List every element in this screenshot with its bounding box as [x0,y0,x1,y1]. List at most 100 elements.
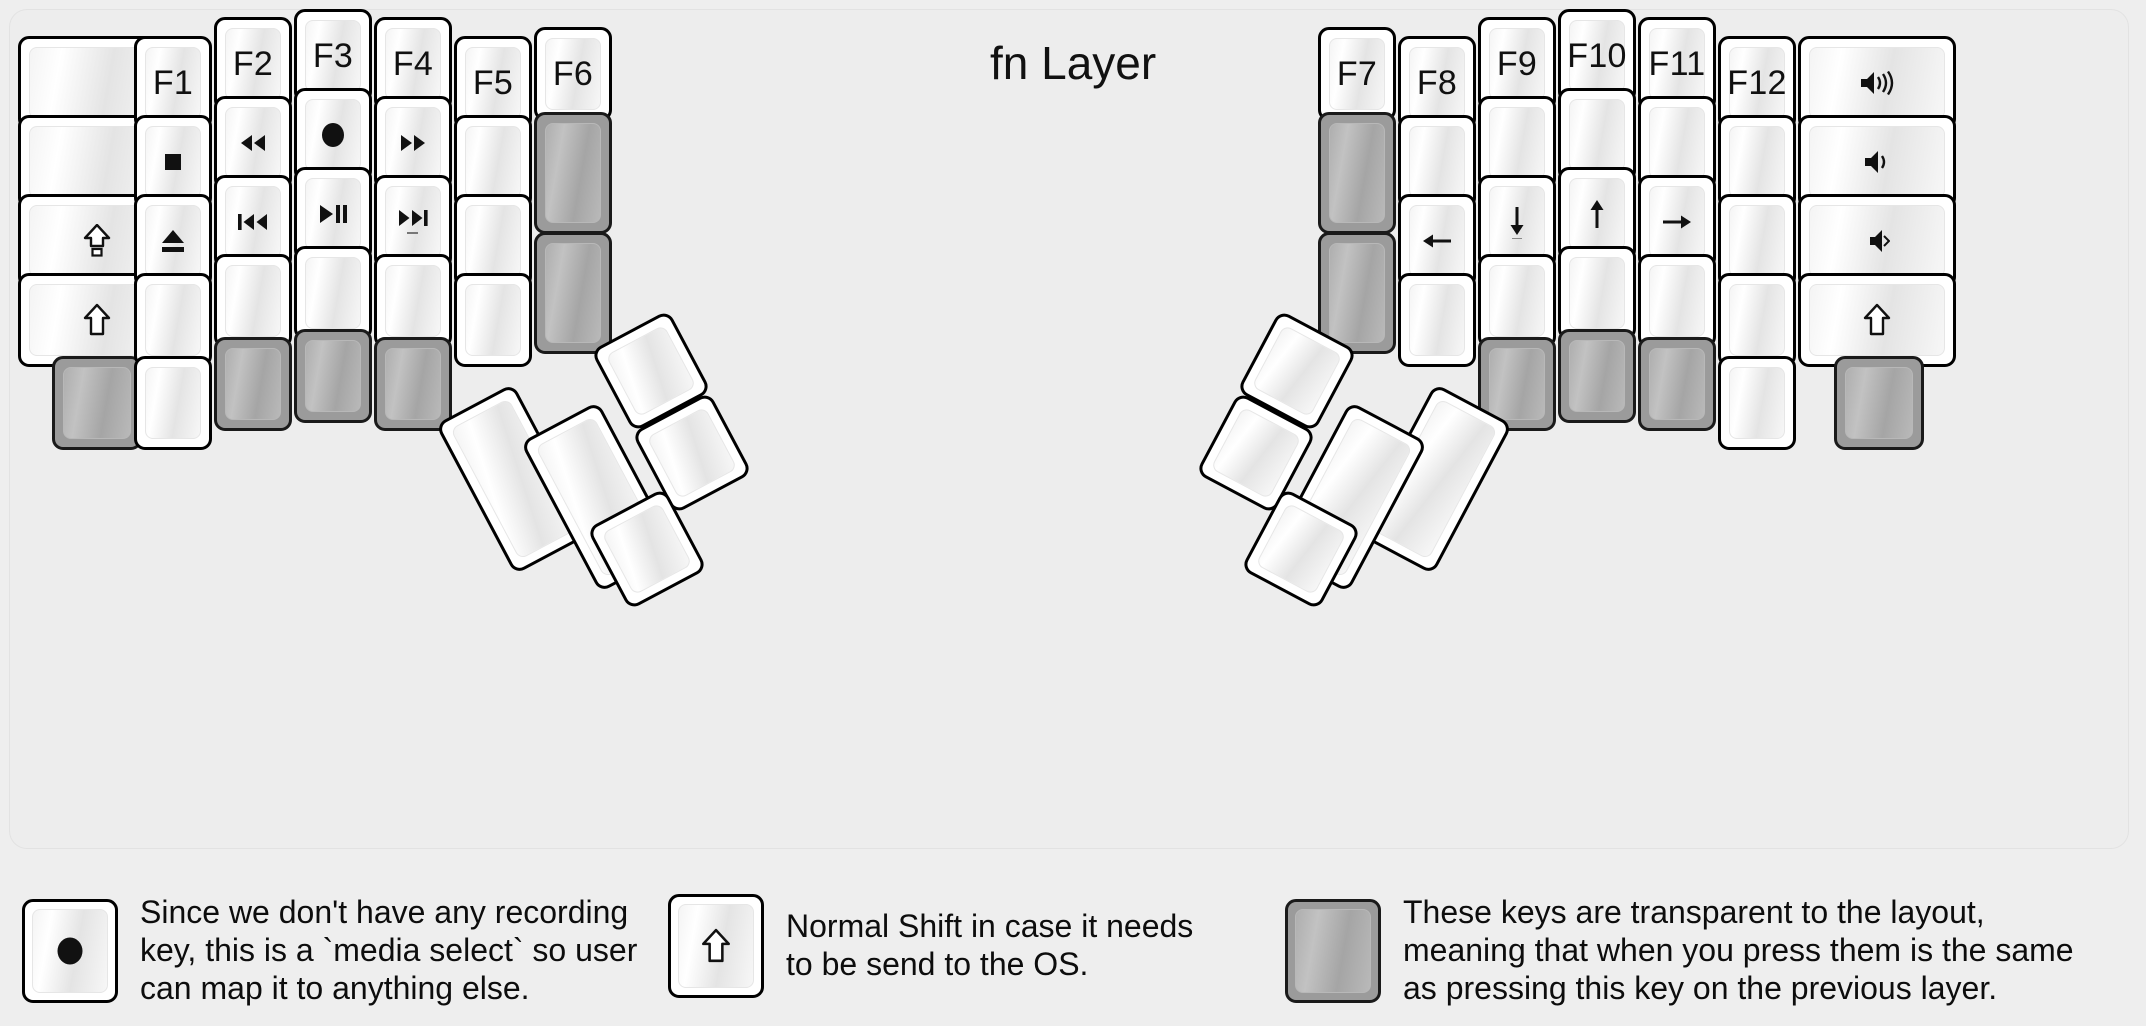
key-right-f7-r3-transparent[interactable] [1318,232,1396,354]
legend-item-shift: Normal Shift in case it needs to be send… [668,894,1193,998]
key-left-f3-r4[interactable] [294,246,372,340]
key-right-f12[interactable]: F12 [1718,36,1796,130]
key-right-f11-r5-transparent[interactable] [1638,337,1716,431]
key-left-f2-r2-rewind[interactable] [214,96,292,190]
keycap [465,284,521,356]
key-right-f9-r3-arrow-down[interactable] [1478,175,1556,269]
keycap [1210,406,1302,500]
keycap [225,186,281,258]
key-left-f3-r3-play-pause[interactable] [294,167,372,261]
key-left-f3-r5-transparent[interactable] [294,329,372,423]
keycap [1729,205,1785,277]
key-right-f11-r3-arrow-right[interactable] [1638,175,1716,269]
keycap [646,406,738,500]
key-left-f6-r3-transparent[interactable] [534,232,612,354]
keycap: F8 [1409,47,1465,119]
keycap [385,186,441,258]
key-right-f8-r3-arrow-left[interactable] [1398,194,1476,288]
key-right-f7-r2-transparent[interactable] [1318,112,1396,234]
key-left-f4-r4[interactable] [374,254,452,348]
key-left-f1-r3-eject[interactable] [134,194,212,288]
key-right-outer-r4-shift[interactable] [1798,273,1956,367]
keycap [1809,205,1945,277]
key-left-f5-r2[interactable] [454,115,532,209]
key-right-f9[interactable]: F9 [1478,17,1556,111]
key-right-f11-r4[interactable] [1638,254,1716,348]
key-right-f9-r2[interactable] [1478,96,1556,190]
key-left-f2-r4[interactable] [214,254,292,348]
keycap: F5 [465,47,521,119]
key-left-f4-r5-transparent[interactable] [374,337,452,431]
keycap [305,340,361,412]
key-label: F2 [232,45,274,83]
key-left-f6[interactable]: F6 [534,27,612,121]
key-right-f11[interactable]: F11 [1638,17,1716,111]
key-left-f2-r5-transparent[interactable] [214,337,292,431]
keycap [145,126,201,198]
key-left-f1[interactable]: F1 [134,36,212,130]
key-left-f4-r2-fast-forward[interactable] [374,96,452,190]
volume-up-icon [1858,69,1896,97]
keycap [305,257,361,329]
keycap [1729,126,1785,198]
key-left-f5-r4[interactable] [454,273,532,367]
legend-item-transparent: These keys are transparent to the layout… [1285,894,2074,1007]
keycap [145,284,201,356]
shift-icon [701,928,731,964]
key-right-f11-r2[interactable] [1638,96,1716,190]
keycap [1649,186,1705,258]
eject-icon [159,228,187,254]
key-left-f6-r2-transparent[interactable] [534,112,612,234]
key-right-f10-r5-transparent[interactable] [1558,329,1636,423]
key-left-f4[interactable]: F4 [374,17,452,111]
keycap [1809,284,1945,356]
key-left-outer-r5-transparent[interactable] [52,356,142,450]
page-title: fn Layer [990,37,1157,89]
key-label: F12 [1727,64,1787,102]
keycap: F2 [225,28,281,100]
key-right-f9-r4[interactable] [1478,254,1556,348]
key-right-f12-r5[interactable] [1718,356,1796,450]
volume-mute-icon [1864,227,1890,255]
key-right-f8-r2[interactable] [1398,115,1476,209]
key-right-f12-r4[interactable] [1718,273,1796,367]
keycap [1409,126,1465,198]
key-right-f10-r2[interactable] [1558,88,1636,182]
key-right-f8-r4[interactable] [1398,273,1476,367]
keycap [1329,243,1385,343]
legend: Since we don't have any recording key, t… [0,884,2146,1024]
keycap [545,123,601,223]
key-label: F10 [1567,37,1627,75]
key-right-f12-r2[interactable] [1718,115,1796,209]
key-right-f10-r3-arrow-up[interactable] [1558,167,1636,261]
key-right-outer-r3-volume-mute[interactable] [1798,194,1956,288]
key-right-outer-r5-transparent[interactable] [1834,356,1924,450]
caps-lock-icon [83,224,111,258]
key-left-f1-r5[interactable] [134,356,212,450]
key-label: F1 [152,64,194,102]
keycap [225,348,281,420]
arrow-right-icon [1660,210,1694,234]
key-left-f2[interactable]: F2 [214,17,292,111]
keycap [1409,205,1465,277]
key-left-f1-r4[interactable] [134,273,212,367]
keycap [1569,99,1625,171]
key-left-f5[interactable]: F5 [454,36,532,130]
keycap [225,107,281,179]
keycap: F10 [1567,20,1627,92]
keycap: F9 [1489,28,1545,100]
keycap [1649,107,1705,179]
keycap [305,178,361,250]
rewind-icon [237,133,269,153]
key-right-f7[interactable]: F7 [1318,27,1396,121]
keycap [225,265,281,337]
key-right-f10[interactable]: F10 [1558,9,1636,103]
keycap [1255,502,1347,596]
keycap [1489,107,1545,179]
key-right-f10-r4[interactable] [1558,246,1636,340]
key-left-f3[interactable]: F3 [294,9,372,103]
key-right-f12-r3[interactable] [1718,194,1796,288]
keycap [145,367,201,439]
keycap [1251,324,1343,418]
stop-icon [161,150,185,174]
